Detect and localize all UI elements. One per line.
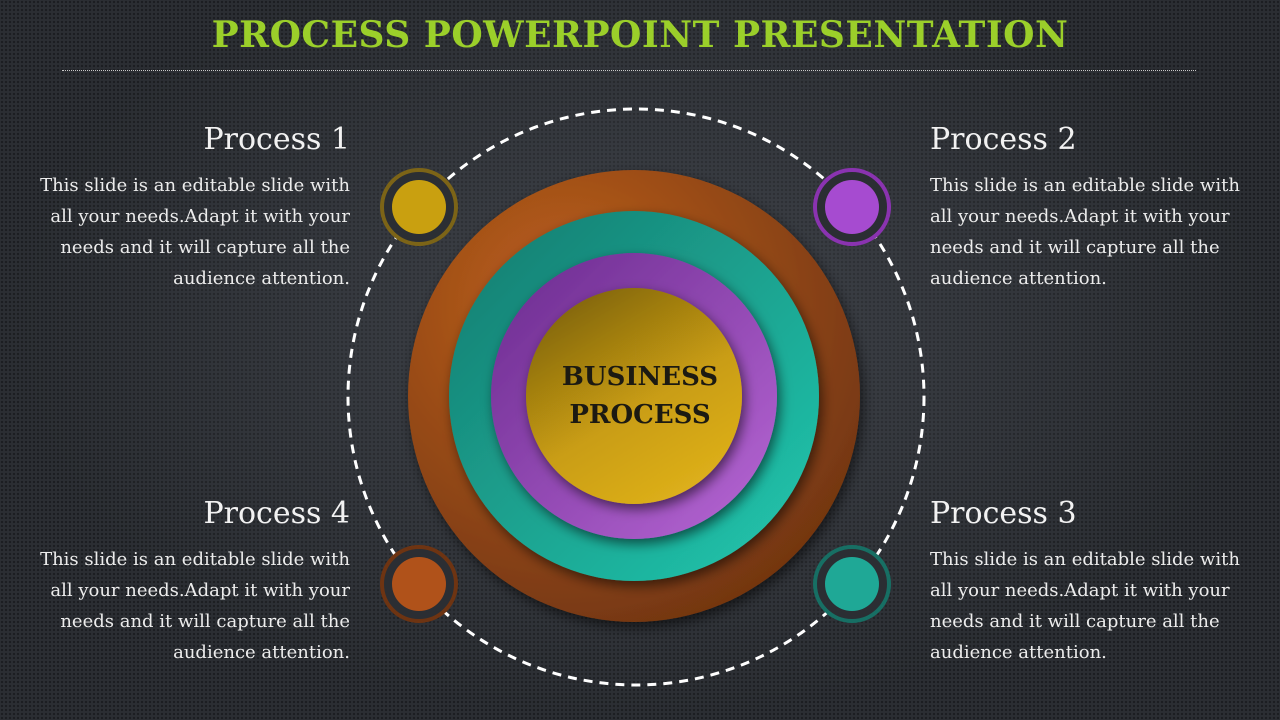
process-4-text: This slide is an editable slide with all… xyxy=(40,549,350,663)
process-2-title: Process 2 xyxy=(930,122,1077,157)
marker-process-4 xyxy=(380,545,458,623)
center-label-line-1: BUSINESS xyxy=(561,362,719,392)
process-4-title: Process 4 xyxy=(203,496,350,531)
marker-process-2 xyxy=(813,168,891,246)
marker-process-1 xyxy=(380,168,458,246)
process-1-text: This slide is an editable slide with all… xyxy=(40,175,350,289)
center-label-line-2: PROCESS xyxy=(569,400,711,430)
marker-process-3 xyxy=(813,545,891,623)
title-divider xyxy=(62,70,1196,71)
process-1-title: Process 1 xyxy=(203,122,350,157)
process-3-title: Process 3 xyxy=(930,496,1077,531)
center-label: BUSINESS PROCESS xyxy=(534,358,746,434)
process-2-text: This slide is an editable slide with all… xyxy=(930,175,1240,289)
process-3-text: This slide is an editable slide with all… xyxy=(930,549,1240,663)
core-circle-gold xyxy=(526,288,742,504)
orbit-dashed-ring xyxy=(346,107,926,687)
slide-title: PROCESS POWERPOINT PRESENTATION xyxy=(211,14,1069,56)
